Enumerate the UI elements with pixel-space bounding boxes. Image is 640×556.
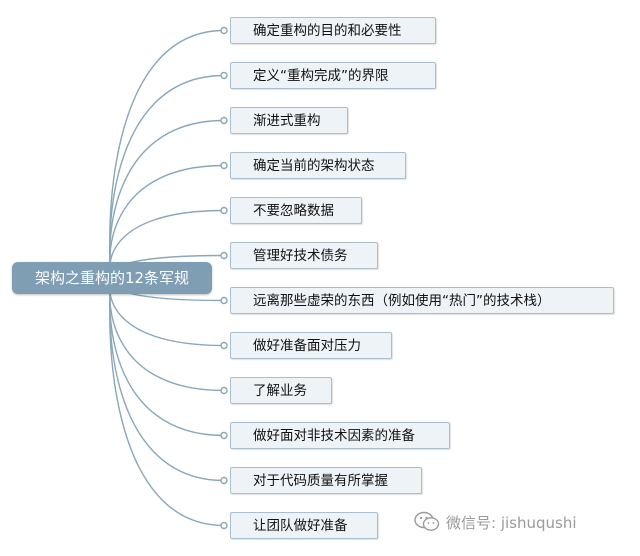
watermark: 微信号: jishuqushi: [414, 509, 577, 535]
connector-line: [109, 277, 225, 527]
connector-line: [109, 277, 225, 437]
branch-node[interactable]: 了解业务: [230, 377, 332, 404]
branch-node[interactable]: 让团队做好准备: [230, 512, 378, 539]
connector-end-dot: [220, 431, 228, 440]
branch-node[interactable]: 不要忽略数据: [230, 197, 362, 224]
branch-node[interactable]: 管理好技术债务: [230, 242, 378, 269]
connector-end-dot: [220, 26, 228, 35]
branch-node[interactable]: 对于代码质量有所掌握: [230, 467, 422, 494]
connector-line: [109, 74, 225, 279]
connector-end-dot: [220, 386, 228, 395]
connector-line: [109, 29, 225, 279]
connector-end-dot: [220, 116, 228, 125]
connector-end-dot: [220, 251, 228, 260]
connector-end-dot: [220, 476, 228, 485]
connector-line: [109, 277, 225, 482]
branch-node[interactable]: 做好准备面对压力: [230, 332, 392, 359]
wechat-icon: [414, 511, 440, 531]
connector-end-dot: [220, 296, 228, 305]
root-node[interactable]: 架构之重构的12条军规: [12, 262, 212, 294]
connector-end-dot: [220, 71, 228, 80]
watermark-text: 微信号: jishuqushi: [446, 513, 577, 532]
branch-node[interactable]: 做好面对非技术因素的准备: [230, 422, 450, 449]
branch-node[interactable]: 远离那些虚荣的东西（例如使用“热门”的技术栈）: [230, 287, 614, 314]
branch-node[interactable]: 渐进式重构: [230, 107, 348, 134]
connector-end-dot: [220, 341, 228, 350]
connector-line: [109, 277, 225, 392]
connector-line: [109, 119, 225, 279]
branch-node[interactable]: 确定当前的架构状态: [230, 152, 406, 179]
branch-node[interactable]: 定义“重构完成”的界限: [230, 62, 436, 89]
branch-node[interactable]: 确定重构的目的和必要性: [230, 17, 436, 44]
connector-end-dot: [220, 521, 228, 530]
connector-end-dot: [220, 206, 228, 215]
connector-end-dot: [220, 161, 228, 170]
